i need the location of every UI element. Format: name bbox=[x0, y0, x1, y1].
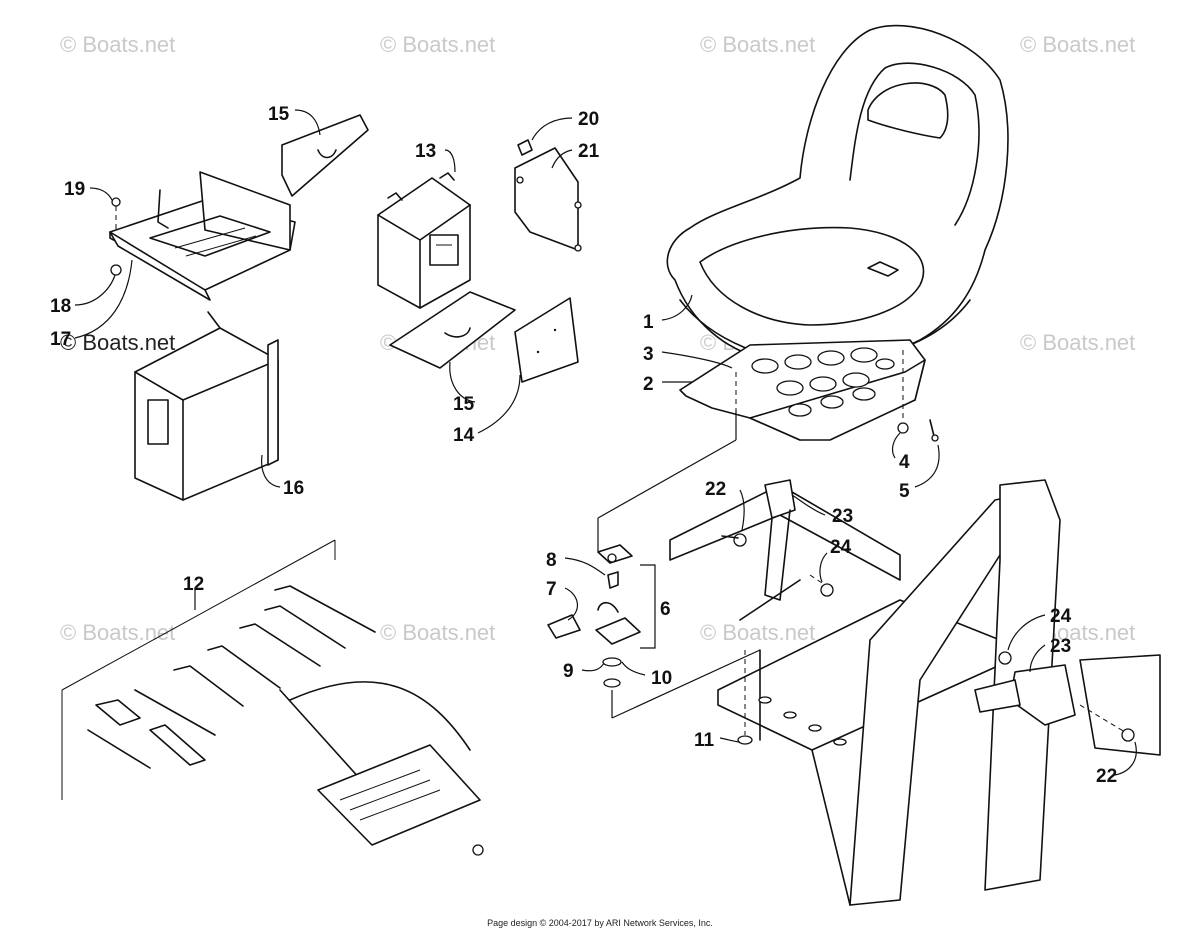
callout-4: 4 bbox=[899, 452, 910, 473]
callout-21: 21 bbox=[578, 141, 600, 162]
part-seat-belt bbox=[721, 479, 1161, 756]
watermark: © Boats.net bbox=[700, 620, 815, 645]
callout-labels: 15 13 20 21 19 18 17 16 15 14 1 3 2 4 5 … bbox=[50, 104, 1117, 787]
part-tool-kit bbox=[61, 539, 484, 856]
callout-14: 14 bbox=[453, 425, 475, 446]
part-battery bbox=[377, 172, 471, 309]
callout-12: 12 bbox=[183, 574, 204, 595]
watermark: © Boats.net bbox=[1020, 32, 1135, 57]
callout-24: 24 bbox=[1050, 606, 1072, 627]
callout-15: 15 bbox=[268, 104, 290, 125]
watermark: © Boats.net bbox=[60, 620, 175, 645]
part-cover bbox=[514, 139, 582, 252]
watermark: © Boats.net bbox=[380, 32, 495, 57]
watermark: © Boats.net bbox=[1020, 330, 1135, 355]
callout-3: 3 bbox=[643, 344, 654, 365]
callout-5: 5 bbox=[899, 481, 910, 502]
watermark: © Boats.net bbox=[700, 32, 815, 57]
callout-1: 1 bbox=[643, 312, 654, 333]
callout-10: 10 bbox=[651, 668, 672, 689]
callout-23: 23 bbox=[832, 506, 853, 527]
part-battery-tray bbox=[109, 171, 296, 301]
callout-9: 9 bbox=[563, 661, 574, 682]
watermark: © Boats.net bbox=[60, 330, 175, 355]
callout-6: 6 bbox=[660, 599, 671, 620]
callout-22: 22 bbox=[705, 479, 726, 500]
callout-16: 16 bbox=[283, 478, 304, 499]
callout-2: 2 bbox=[643, 374, 654, 395]
callout-7: 7 bbox=[546, 579, 557, 600]
callout-19: 19 bbox=[64, 179, 85, 200]
callout-23: 23 bbox=[1050, 636, 1071, 657]
leader-lines bbox=[74, 109, 1137, 776]
callout-18: 18 bbox=[50, 296, 71, 317]
callout-8: 8 bbox=[546, 550, 557, 571]
part-seat-latch bbox=[547, 518, 761, 719]
callout-22: 22 bbox=[1096, 766, 1117, 787]
footer-credit: Page design © 2004-2017 by ARI Network S… bbox=[487, 918, 713, 928]
callout-17: 17 bbox=[50, 329, 71, 350]
callout-13: 13 bbox=[415, 141, 436, 162]
part-battery-box bbox=[134, 311, 279, 501]
part-pads bbox=[281, 114, 579, 383]
watermark: © Boats.net bbox=[380, 620, 495, 645]
callout-20: 20 bbox=[578, 109, 599, 130]
part-seat-plate bbox=[597, 339, 939, 519]
watermark: © Boats.net bbox=[60, 32, 175, 57]
callout-24: 24 bbox=[830, 537, 852, 558]
part-seat bbox=[666, 24, 1009, 365]
callout-11: 11 bbox=[694, 730, 715, 751]
callout-15: 15 bbox=[453, 394, 475, 415]
